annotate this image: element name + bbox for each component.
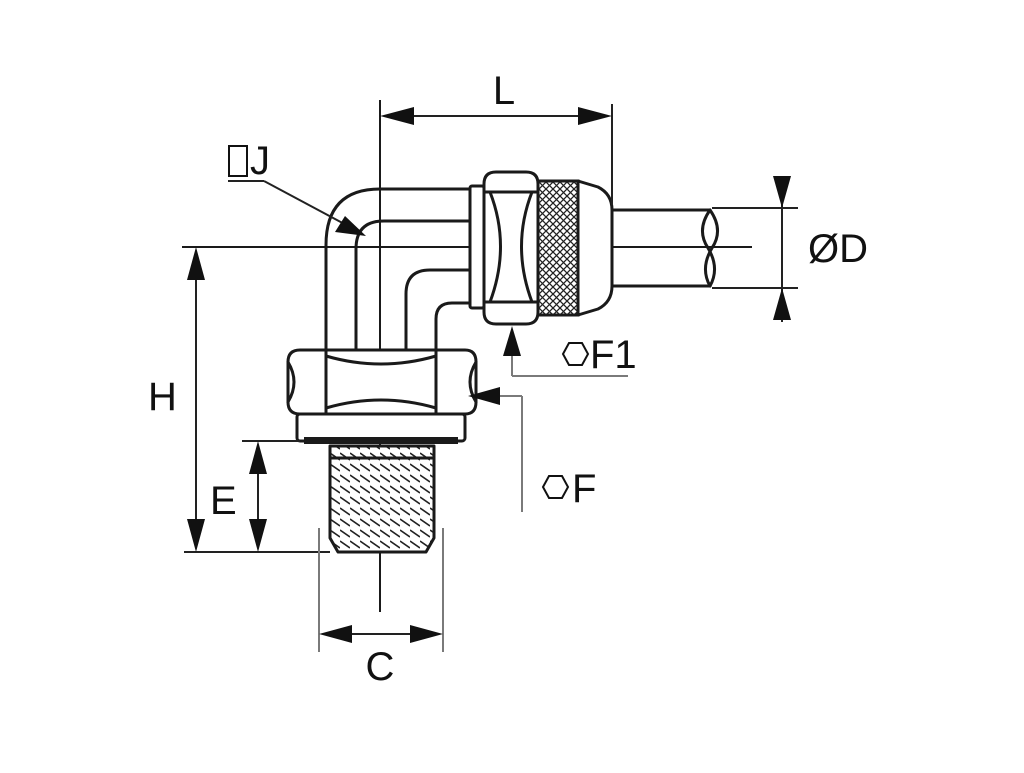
label-J: J xyxy=(250,139,270,183)
leader-F: F xyxy=(468,387,596,512)
label-F: F xyxy=(572,467,596,511)
label-F1: F1 xyxy=(590,333,637,377)
hex-nut-F1 xyxy=(468,170,540,326)
dimension-D: ØD xyxy=(712,176,868,322)
tube xyxy=(610,208,719,288)
label-L: L xyxy=(493,69,515,113)
label-D: ØD xyxy=(808,227,868,271)
hex-body-F xyxy=(286,348,478,444)
square-symbol xyxy=(228,145,248,177)
label-E: E xyxy=(210,479,237,523)
elbow-body xyxy=(324,187,472,354)
dimension-L: L xyxy=(380,69,613,205)
hex-symbol-F xyxy=(541,475,570,499)
dimension-H: H xyxy=(148,247,330,553)
hex-symbol-F1 xyxy=(561,342,590,366)
threaded-stud xyxy=(328,444,436,554)
leader-J: J xyxy=(228,139,366,236)
leader-F1: F1 xyxy=(503,326,637,377)
dimension-E: E xyxy=(210,440,300,552)
dimension-C: C xyxy=(318,528,444,689)
knurled-collet xyxy=(536,179,614,317)
label-H: H xyxy=(148,375,177,419)
label-C: C xyxy=(366,645,395,689)
